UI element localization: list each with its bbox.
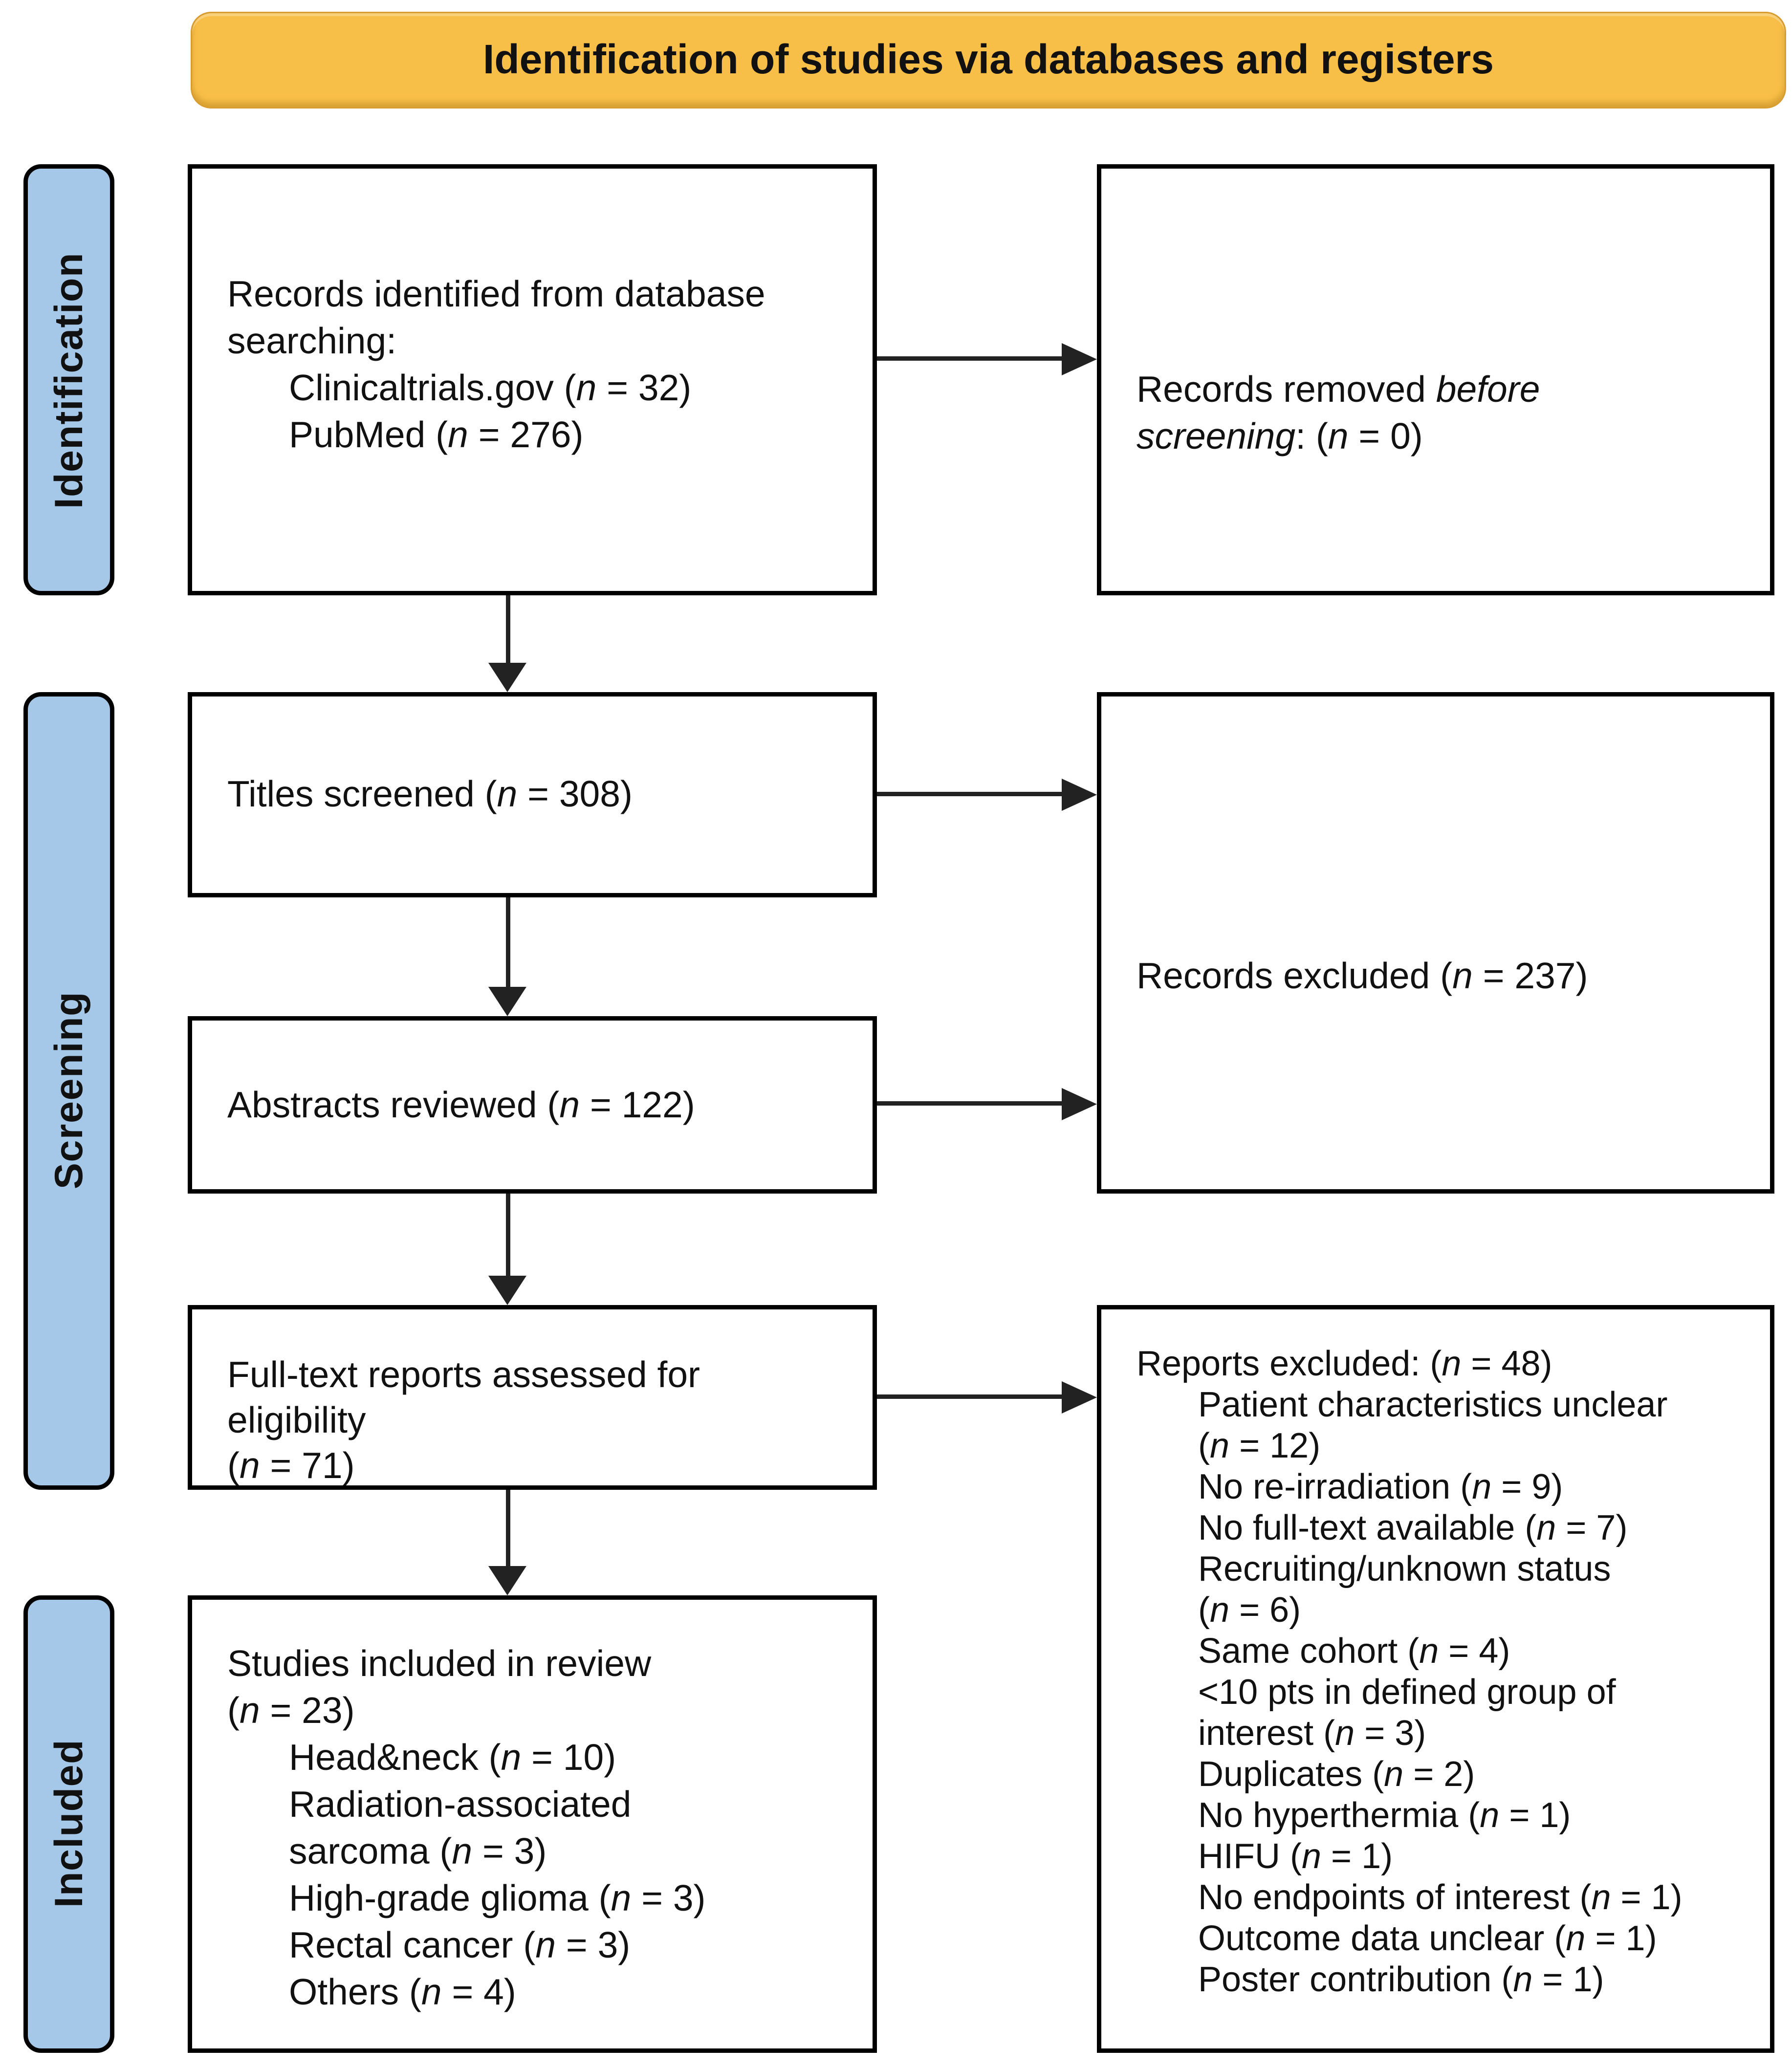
- box-records-removed: Records removed before screening: (n = 0): [1097, 164, 1774, 595]
- box-records-identified: Records identified from database searchin…: [188, 164, 877, 595]
- text-line: No endpoints of interest (n = 1): [1198, 1878, 1683, 1918]
- text-line: Recruiting/unknown status: [1198, 1550, 1611, 1589]
- text-line: Radiation-associated: [289, 1785, 632, 1826]
- arrow-titles-to-abstracts-head: [488, 987, 526, 1016]
- text-line: sarcoma (n = 3): [289, 1831, 547, 1872]
- stage-label-identification: Identification: [46, 251, 90, 508]
- text-line: PubMed (n = 276): [289, 415, 584, 456]
- arrow-fulltext-to-reports-head: [1062, 1381, 1097, 1414]
- arrow-abstracts-to-excluded-shaft: [877, 1101, 1062, 1106]
- banner-title: Identification of studies via databases …: [191, 12, 1786, 109]
- text-line: Full-text reports assessed for: [227, 1355, 700, 1396]
- text-line: (n = 71): [227, 1446, 355, 1487]
- text-line: Same cohort (n = 4): [1198, 1632, 1510, 1672]
- text-line: (n = 12): [1198, 1427, 1321, 1466]
- arrow-fulltext-to-studies-head: [488, 1566, 526, 1595]
- arrow-identified-to-titles-head: [488, 663, 526, 692]
- text-line: searching:: [227, 321, 397, 362]
- text-line: Rectal cancer (n = 3): [289, 1925, 631, 1966]
- stage-label-included: Included: [46, 1740, 90, 1909]
- arrow-titles-to-excluded-head: [1062, 779, 1097, 811]
- text-line: Duplicates (n = 2): [1198, 1755, 1475, 1795]
- text-line: interest (n = 3): [1198, 1714, 1426, 1754]
- arrow-identified-to-removed-shaft: [877, 356, 1062, 361]
- arrow-titles-to-excluded-shaft: [877, 792, 1062, 796]
- text-line: No hyperthermia (n = 1): [1198, 1796, 1571, 1836]
- text-line: Patient characteristics unclear: [1198, 1386, 1668, 1425]
- arrow-fulltext-to-reports-shaft: [877, 1394, 1062, 1399]
- text-line: (n = 6): [1198, 1591, 1301, 1631]
- text-line: High-grade glioma (n = 3): [289, 1878, 706, 1919]
- text-line: eligibility: [227, 1400, 366, 1441]
- text-line: Records excluded (n = 237): [1136, 956, 1588, 997]
- stage-pill-included: Included: [23, 1595, 114, 2053]
- stage-pill-identification: Identification: [23, 164, 114, 595]
- text-line: Titles screened (n = 308): [227, 774, 633, 815]
- text-line: HIFU (n = 1): [1198, 1837, 1393, 1877]
- arrow-abstracts-to-excluded-head: [1062, 1088, 1097, 1120]
- box-records-excluded: Records excluded (n = 237): [1097, 692, 1774, 1194]
- text-line: Poster contribution (n = 1): [1198, 1960, 1604, 2000]
- text-line: No re-irradiation (n = 9): [1198, 1468, 1563, 1507]
- stage-pill-screening: Screening: [23, 692, 114, 1490]
- box-studies-included: Studies included in review (n = 23) Head&n…: [188, 1595, 877, 2053]
- stage-label-screening: Screening: [46, 992, 90, 1190]
- box-titles-screened: Titles screened (n = 308): [188, 692, 877, 897]
- text-line: Studies included in review: [227, 1644, 652, 1685]
- text-line: Clinicaltrials.gov (n = 32): [289, 368, 692, 409]
- text-line: Abstracts reviewed (n = 122): [227, 1084, 695, 1126]
- arrow-identified-to-removed-head: [1062, 343, 1097, 375]
- arrow-titles-to-abstracts-shaft: [506, 897, 510, 987]
- text-line: screening: (n = 0): [1136, 416, 1423, 457]
- text-line: Head&neck (n = 10): [289, 1738, 616, 1779]
- text-line: Reports excluded: (n = 48): [1136, 1345, 1552, 1384]
- text-line: (n = 23): [227, 1691, 355, 1732]
- text-line: Outcome data unclear (n = 1): [1198, 1919, 1657, 1959]
- text-line: Records identified from database: [227, 274, 765, 315]
- text-line: Others (n = 4): [289, 1972, 516, 2013]
- arrow-abstracts-to-fulltext-head: [488, 1276, 526, 1305]
- box-reports-excluded: Reports excluded: (n = 48)Patient charac…: [1097, 1305, 1774, 2053]
- text-line: No full-text available (n = 7): [1198, 1509, 1628, 1548]
- arrow-fulltext-to-studies-shaft: [506, 1490, 510, 1566]
- arrow-identified-to-titles-shaft: [506, 595, 510, 663]
- text-line: <10 pts in defined group of: [1198, 1673, 1616, 1713]
- arrow-abstracts-to-fulltext-shaft: [506, 1194, 510, 1276]
- text-line: Records removed before: [1136, 370, 1540, 411]
- box-abstracts-reviewed: Abstracts reviewed (n = 122): [188, 1016, 877, 1194]
